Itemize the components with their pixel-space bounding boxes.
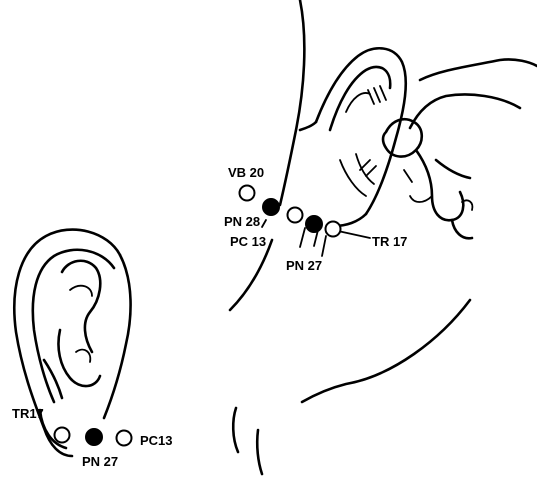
leader-pc13 xyxy=(262,220,266,227)
point-tr17-ear xyxy=(55,428,70,443)
label-tr17-ear: TR17 xyxy=(12,406,44,421)
leader-pn27-c xyxy=(322,236,326,256)
leader-pn27-a xyxy=(300,228,305,247)
label-pn27-ear: PN 27 xyxy=(82,454,118,469)
label-vb20: VB 20 xyxy=(228,165,264,180)
ear-illustration xyxy=(14,230,130,456)
label-pc13-ear: PC13 xyxy=(140,433,173,448)
point-pc13-head xyxy=(288,208,303,223)
point-pc13-ear xyxy=(117,431,132,446)
ear-points xyxy=(55,428,132,446)
label-pn27-head: PN 27 xyxy=(286,258,322,273)
point-tr17-head xyxy=(326,222,341,237)
point-pn27-head xyxy=(306,216,322,232)
label-tr17-head: TR 17 xyxy=(372,234,407,249)
point-vb20 xyxy=(240,186,255,201)
point-pn27-ear xyxy=(86,429,102,445)
label-pc13-head: PC 13 xyxy=(230,234,266,249)
point-pn28 xyxy=(263,199,279,215)
label-pn28: PN 28 xyxy=(224,214,260,229)
leader-tr17 xyxy=(338,231,370,238)
